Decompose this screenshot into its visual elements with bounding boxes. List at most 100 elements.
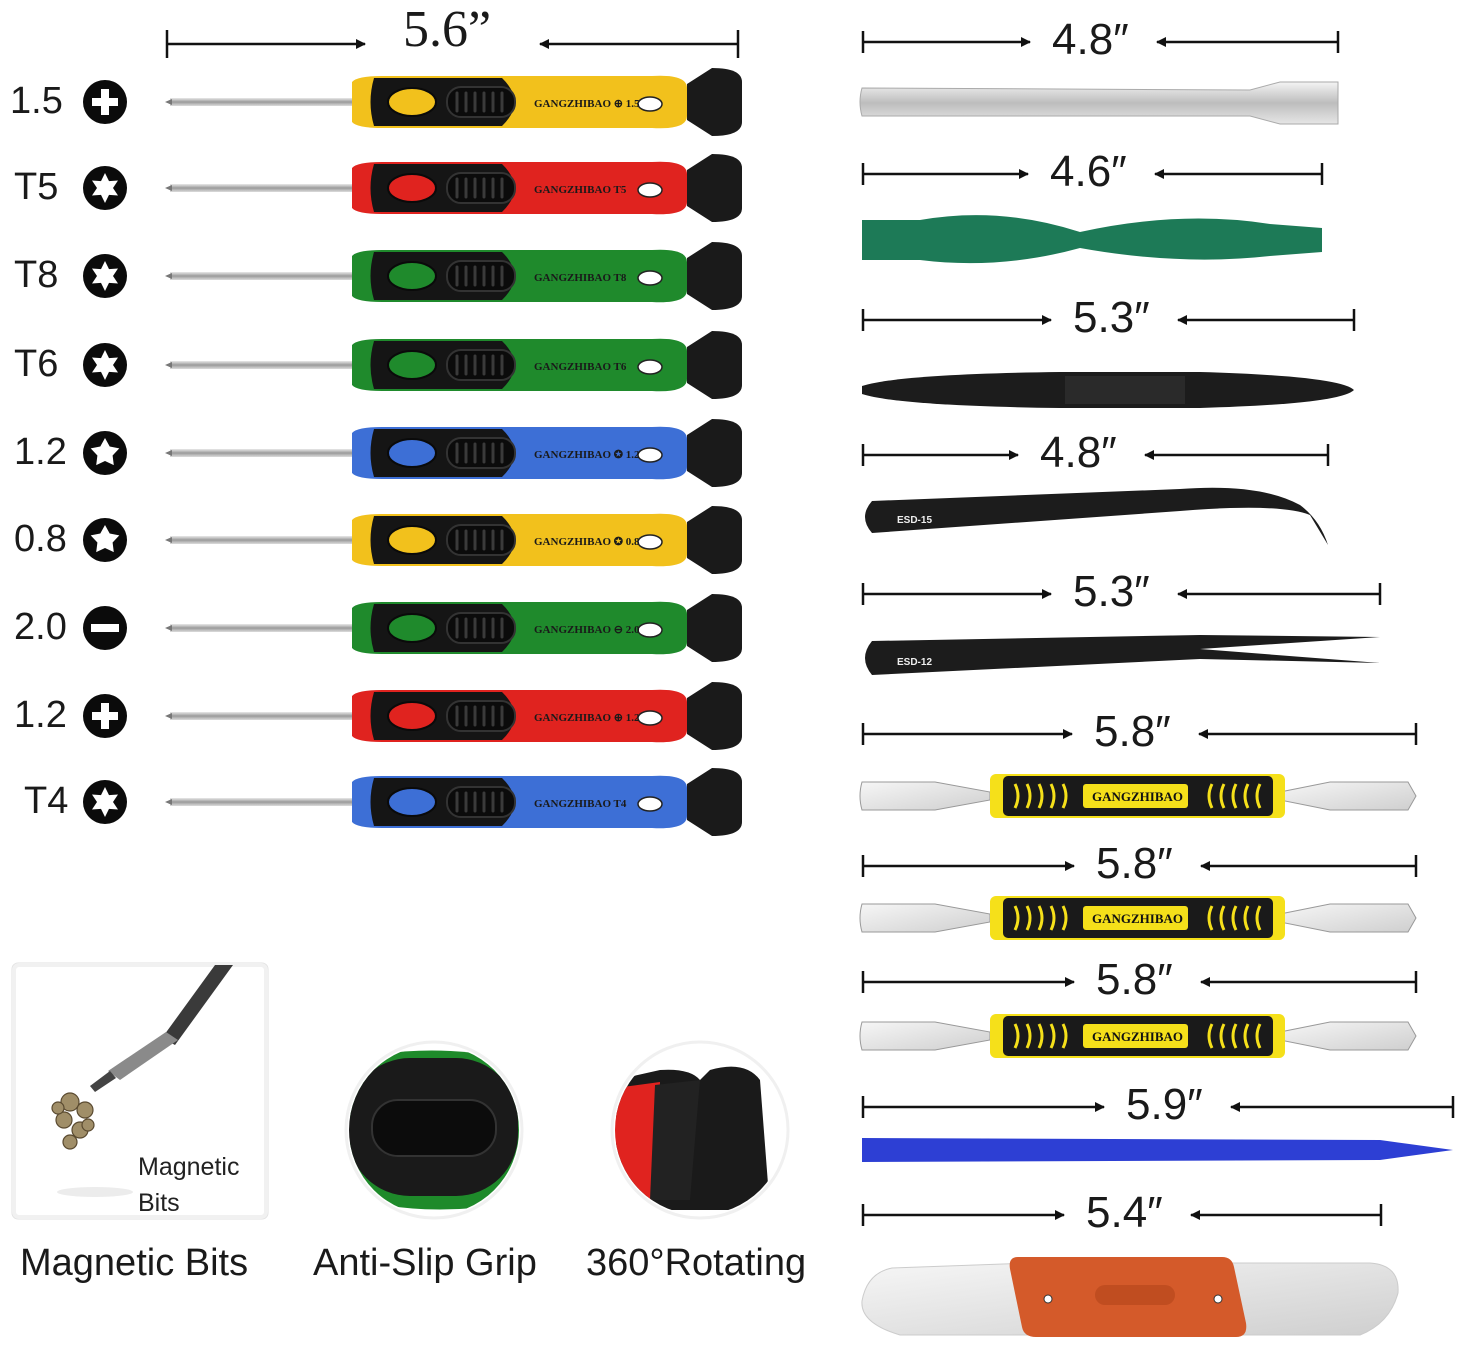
- screwdriver-length-dimension: [165, 30, 740, 58]
- length-dimension: [861, 855, 1418, 877]
- tool-length-label: 4.8″: [1040, 428, 1117, 477]
- screwdriver-size-label: T8: [14, 254, 59, 296]
- length-dimension: [861, 444, 1330, 466]
- grip-pad: [446, 349, 516, 381]
- length-dimension: [861, 309, 1356, 331]
- screwdriver-size-label: T5: [14, 166, 59, 208]
- length-dimension: [861, 1096, 1455, 1118]
- screw-bits-cluster: [51, 1092, 95, 1150]
- rotating-cap: [687, 594, 742, 662]
- screwdriver-size-label: T6: [14, 343, 59, 385]
- magnetic-inset-line-2: Bits: [138, 1189, 180, 1218]
- torx-icon: [83, 254, 127, 298]
- screwdriver-7: GANGZHIBAO ⊖ 2.0: [165, 594, 742, 662]
- handle-brand-text: GANGZHIBAO ⊖ 2.0: [534, 624, 640, 636]
- grip-pad: [446, 86, 516, 118]
- screwdriver-size-label: 1.2: [14, 431, 67, 473]
- magnetic-inset-label: Magnetic Bits: [138, 1149, 239, 1222]
- torx-icon: [83, 780, 127, 824]
- screwdriver-length-label: 5.6”: [403, 1, 492, 58]
- anti-slip-grip-inset: [344, 1040, 524, 1220]
- tool-length-label: 5.3″: [1073, 567, 1150, 616]
- phillips-icon: [83, 694, 127, 738]
- spudger-brand-text: GANGZHIBAO: [1092, 911, 1183, 926]
- handle-brand-text: GANGZHIBAO T6: [534, 361, 627, 373]
- pentalobe-icon: [83, 431, 127, 475]
- length-dimension: [861, 31, 1340, 53]
- flathead-icon: [83, 606, 127, 650]
- length-dimension: [861, 163, 1324, 185]
- grip-pad: [446, 786, 516, 818]
- grip-pad: [446, 700, 516, 732]
- screwdriver-6: GANGZHIBAO ✪ 0.8: [165, 506, 742, 574]
- rotating-cap: [687, 768, 742, 836]
- tool-length-label: 5.4″: [1086, 1188, 1163, 1237]
- grip-pad: [446, 524, 516, 556]
- tweezers-model-text: ESD-12: [897, 657, 932, 668]
- tool-length-label: 4.8″: [1052, 15, 1129, 64]
- tool-length-label: 5.9″: [1126, 1080, 1203, 1129]
- handle-brand-text: GANGZHIBAO ✪ 1.2: [534, 449, 640, 461]
- dual-spudger-3: GANGZHIBAO: [859, 971, 1418, 1058]
- spudger-brand-text: GANGZHIBAO: [1092, 1029, 1183, 1044]
- screwdriver-1: GANGZHIBAO ⊕ 1.5: [165, 68, 742, 136]
- screwdriver-size-label: 0.8: [14, 518, 67, 560]
- length-dimension: [861, 1204, 1383, 1226]
- blue-pry-bar: [861, 1096, 1455, 1162]
- magnetic-bits-inset: [11, 962, 269, 1220]
- screwdriver-8: GANGZHIBAO ⊕ 1.2: [165, 682, 742, 750]
- opening-blade: [861, 1204, 1399, 1337]
- length-dimension: [861, 583, 1382, 605]
- screwdriver-4: GANGZHIBAO T6: [165, 331, 742, 399]
- caption-anti-slip-grip: Anti-Slip Grip: [313, 1242, 537, 1284]
- rotating-cap: [687, 419, 742, 487]
- torx-icon: [83, 343, 127, 387]
- screwdriver-9: GANGZHIBAO T4: [165, 768, 742, 836]
- phillips-icon: [83, 80, 127, 124]
- torx-icon: [83, 166, 127, 210]
- handle-brand-text: GANGZHIBAO ⊕ 1.5: [534, 98, 640, 110]
- dual-spudger-1: GANGZHIBAO: [859, 723, 1418, 818]
- metal-spudger: [859, 31, 1340, 125]
- caption-360-rotating: 360°Rotating: [586, 1242, 807, 1284]
- rotating-cap: [687, 68, 742, 136]
- tool-length-label: 5.8″: [1094, 707, 1171, 756]
- screwdriver-3: GANGZHIBAO T8: [165, 242, 742, 310]
- handle-brand-text: GANGZHIBAO T5: [534, 184, 627, 196]
- grip-pad: [446, 612, 516, 644]
- handle-brand-text: GANGZHIBAO T8: [534, 272, 627, 284]
- screwdriver-size-label: 1.2: [14, 694, 67, 736]
- tool-length-label: 5.8″: [1096, 955, 1173, 1004]
- dual-spudger-2: GANGZHIBAO: [859, 855, 1418, 940]
- screwdriver-2: GANGZHIBAO T5: [165, 154, 742, 222]
- screwdriver-size-label: 1.5: [10, 80, 63, 122]
- rotating-cap: [687, 242, 742, 310]
- grip-pad: [446, 437, 516, 469]
- screwdriver-size-label: T4: [24, 780, 69, 822]
- rotating-cap: [687, 154, 742, 222]
- screwdriver-5: GANGZHIBAO ✪ 1.2: [165, 419, 742, 487]
- screwdriver-size-label: 2.0: [14, 606, 67, 648]
- tweezers-model-text: ESD-15: [897, 515, 932, 526]
- handle-brand-text: GANGZHIBAO ✪ 0.8: [534, 536, 640, 548]
- tool-length-label: 4.6″: [1050, 147, 1127, 196]
- caption-magnetic-bits: Magnetic Bits: [20, 1242, 249, 1284]
- handle-brand-text: GANGZHIBAO ⊕ 1.2: [534, 712, 640, 724]
- rotating-cap: [687, 331, 742, 399]
- grip-pad: [446, 172, 516, 204]
- black-spudger: [861, 309, 1356, 408]
- straight-tweezers: ESD-12: [861, 583, 1382, 675]
- pentalobe-icon: [83, 518, 127, 562]
- handle-brand-text: GANGZHIBAO T4: [534, 798, 627, 810]
- spudger-brand-text: GANGZHIBAO: [1092, 789, 1183, 804]
- length-dimension: [861, 971, 1418, 993]
- length-dimension: [861, 723, 1418, 745]
- rotating-cap: [687, 506, 742, 574]
- tool-length-label: 5.3″: [1073, 293, 1150, 342]
- rotating-cap: [687, 682, 742, 750]
- magnetic-inset-line-1: Magnetic: [138, 1153, 240, 1181]
- curved-tweezers: ESD-15: [861, 444, 1330, 545]
- tool-length-label: 5.8″: [1096, 839, 1173, 888]
